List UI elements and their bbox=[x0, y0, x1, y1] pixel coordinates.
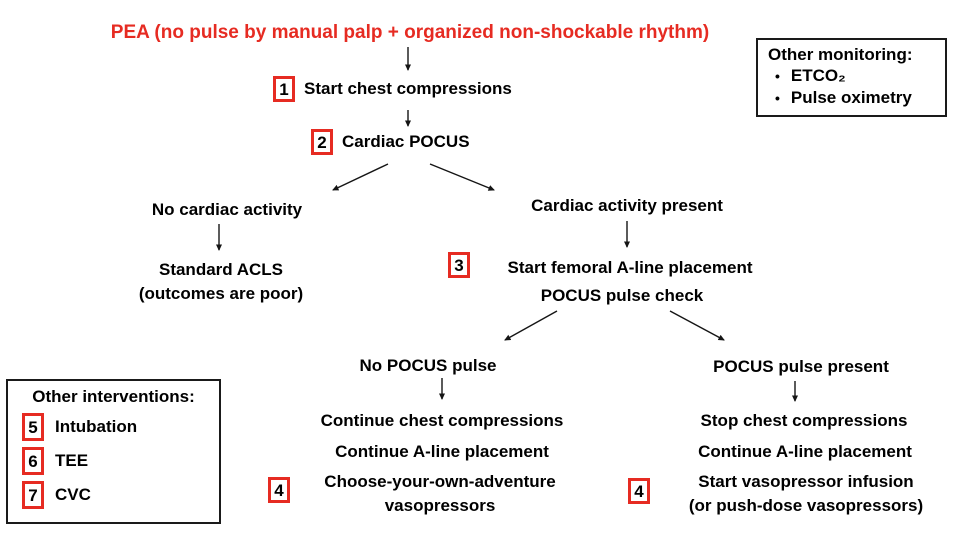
step-number-badge: 4 bbox=[628, 478, 650, 504]
bullet-icon: • bbox=[775, 68, 780, 84]
monitoring-item-label: ETCO₂ bbox=[790, 66, 846, 85]
action-continue-chest-compressions: Continue chest compressions bbox=[320, 411, 564, 430]
step-4-line2: vasopressors bbox=[384, 496, 496, 515]
step-label: Start chest compressions bbox=[304, 79, 512, 98]
other-monitoring-title: Other monitoring: bbox=[768, 45, 913, 64]
intervention-label: CVC bbox=[55, 485, 91, 504]
step-2-cardiac-pocus: 2 Cardiac POCUS bbox=[311, 129, 470, 155]
intervention-label: TEE bbox=[55, 451, 89, 470]
step-4-line1: Choose-your-own-adventure bbox=[324, 472, 556, 491]
standard-acls-result: Standard ACLS (outcomes are poor) bbox=[139, 258, 303, 306]
monitoring-item-pulse-oximetry: • Pulse oximetry bbox=[768, 87, 937, 109]
standard-acls-line1: Standard ACLS bbox=[158, 260, 284, 279]
other-interventions-title: Other interventions: bbox=[32, 387, 195, 406]
step-number-badge: 1 bbox=[273, 76, 295, 102]
intervention-cvc: 7 CVC bbox=[22, 481, 211, 509]
monitoring-item-etco2: • ETCO₂ bbox=[768, 65, 937, 87]
step-number-badge: 4 bbox=[268, 477, 290, 503]
step-number-badge: 3 bbox=[448, 252, 470, 278]
monitoring-item-label: Pulse oximetry bbox=[790, 88, 912, 107]
intervention-label: Intubation bbox=[55, 417, 138, 436]
arrow-step3-to-no-pulse bbox=[504, 310, 558, 341]
step-number-badge: 2 bbox=[311, 129, 333, 155]
action-stop-chest-compressions: Stop chest compressions bbox=[700, 411, 908, 430]
intervention-tee: 6 TEE bbox=[22, 447, 211, 475]
step-number-badge: 5 bbox=[22, 413, 44, 441]
arrow-step3-to-pulse-present bbox=[669, 310, 725, 341]
step-4-line2: (or push-dose vasopressors) bbox=[688, 496, 924, 515]
step-1-start-chest-compressions: 1 Start chest compressions bbox=[273, 76, 512, 102]
action-continue-a-line-placement: Continue A-line placement bbox=[335, 442, 549, 461]
other-monitoring-panel: Other monitoring: • ETCO₂ • Pulse oximet… bbox=[756, 38, 947, 117]
page-title: PEA (no pulse by manual palp + organized… bbox=[110, 22, 710, 43]
other-interventions-panel: Other interventions: 5 Intubation 6 TEE … bbox=[6, 379, 221, 524]
arrow-step2-to-no-activity bbox=[332, 163, 389, 191]
action-continue-a-line-placement: Continue A-line placement bbox=[698, 442, 912, 461]
bullet-icon: • bbox=[775, 90, 780, 106]
step-4-line1: Start vasopressor infusion bbox=[698, 472, 914, 491]
step-number-badge: 6 bbox=[22, 447, 44, 475]
standard-acls-line2: (outcomes are poor) bbox=[138, 284, 304, 303]
step-4-vasopressor-infusion: Start vasopressor infusion (or push-dose… bbox=[689, 470, 923, 518]
branch-cardiac-activity-present: Cardiac activity present bbox=[531, 196, 723, 215]
intervention-intubation: 5 Intubation bbox=[22, 413, 211, 441]
branch-no-cardiac-activity: No cardiac activity bbox=[151, 200, 303, 219]
branch-no-pocus-pulse: No POCUS pulse bbox=[359, 356, 497, 375]
step-label: Cardiac POCUS bbox=[342, 132, 470, 151]
arrow-step2-to-activity-present bbox=[429, 163, 495, 191]
step-4-choose-vasopressors: Choose-your-own-adventure vasopressors bbox=[324, 470, 555, 518]
step-3-femoral-a-line: Start femoral A-line placement bbox=[507, 258, 753, 277]
branch-pocus-pulse-present: POCUS pulse present bbox=[713, 357, 889, 376]
pocus-pulse-check-label: POCUS pulse check bbox=[540, 286, 704, 305]
step-number-badge: 7 bbox=[22, 481, 44, 509]
